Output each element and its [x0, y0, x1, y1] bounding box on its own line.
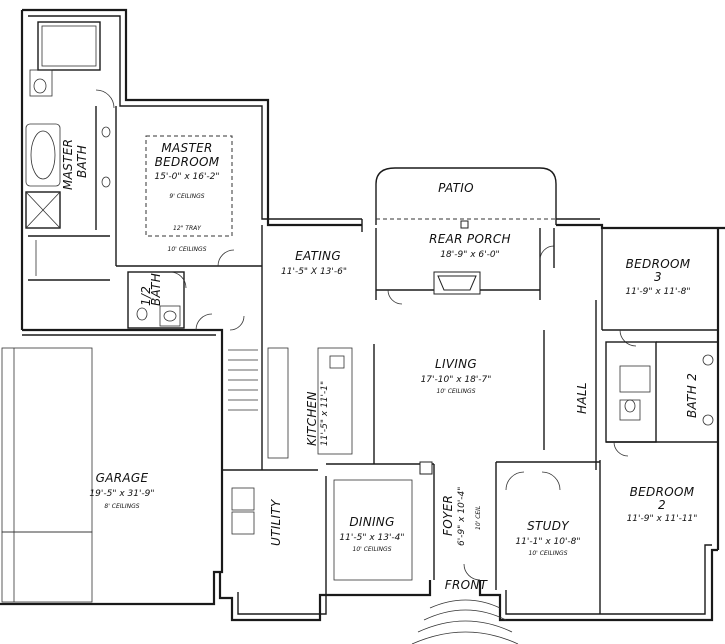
- living-ceiling: 10' CEILINGS: [437, 388, 476, 395]
- hall-label: HALL: [575, 382, 589, 414]
- bath2-label: BATH 2: [685, 373, 699, 418]
- foyer-ceiling: 10' CEIL: [475, 506, 482, 530]
- master-bedroom-dims: 15'-0" x 16'-2": [154, 172, 219, 182]
- garage-doors: [1, 347, 93, 603]
- garage-dims: 19'-5" x 31'-9": [89, 489, 154, 499]
- master-bath-name-2: BATH: [75, 145, 89, 178]
- master-bath-fixtures: [25, 21, 115, 281]
- bedroom2-label-1: BEDROOM: [630, 485, 695, 499]
- rear-porch-dims: 18'-9" x 6'-0": [440, 250, 499, 260]
- utility-label: UTILITY: [269, 498, 283, 546]
- living-label: LIVING: [435, 357, 477, 371]
- dining-dims: 11'-5" x 13'-4": [339, 533, 404, 543]
- dining-label: DINING: [349, 515, 394, 529]
- study-ceiling: 10' CEILINGS: [529, 550, 568, 557]
- bedroom2-label-2: 2: [658, 498, 666, 512]
- master-bath-labels: MASTER BATH: [61, 139, 89, 190]
- kitchen-label: KITCHEN: [305, 391, 319, 446]
- master-bedroom-ceiling-2: 10' CEILINGS: [168, 246, 207, 253]
- interior-walls: [195, 219, 718, 644]
- foyer-dims: 6'-9" x 10'-4": [457, 487, 467, 546]
- master-bedroom-labels: MASTER BEDROOM 15'-0" x 16'-2" 9' CEILIN…: [154, 141, 219, 253]
- exterior-walls: [0, 8, 725, 622]
- patio: [375, 167, 557, 229]
- foyer-label: FOYER: [441, 495, 455, 536]
- bedroom3-label-2: 3: [654, 270, 662, 284]
- master-bedroom-ceiling: 9' CEILINGS: [169, 193, 204, 200]
- master-bath-name-1: MASTER: [61, 139, 75, 190]
- bedroom3-dims: 11'-9" x 11'-8": [625, 287, 690, 297]
- master-bedroom-walls: [115, 106, 262, 267]
- kitchen-dims: 11'-5" x 11'-1": [320, 381, 330, 446]
- front-label: FRONT: [445, 578, 489, 592]
- rear-porch-label: REAR PORCH: [429, 232, 511, 246]
- eating-dims: 11'-5" X 13'-6": [281, 267, 347, 277]
- master-bedroom-name-2: BEDROOM: [155, 155, 220, 169]
- living-dims: 17'-10" x 18'-7": [421, 375, 492, 385]
- master-bedroom-name-1: MASTER: [161, 141, 212, 155]
- half-bath-fixtures: [127, 271, 187, 329]
- study-dims: 11'-1" x 10'-8": [515, 537, 580, 547]
- garage-ceiling: 8' CEILINGS: [104, 503, 139, 510]
- bedroom2-dims: 11'-9" x 11'-11": [627, 514, 698, 524]
- study-label: STUDY: [527, 519, 570, 533]
- dining-ceiling: 10' CEILINGS: [353, 546, 392, 553]
- garage-label: GARAGE: [96, 471, 149, 485]
- master-bedroom-tray: 12" TRAY: [173, 225, 202, 232]
- bedroom3-label-1: BEDROOM: [626, 257, 691, 271]
- patio-label: PATIO: [438, 181, 474, 195]
- eating-label: EATING: [295, 249, 341, 263]
- half-bath-label-2: BATH: [149, 273, 163, 306]
- half-bath-label-1: 1/2: [139, 286, 153, 306]
